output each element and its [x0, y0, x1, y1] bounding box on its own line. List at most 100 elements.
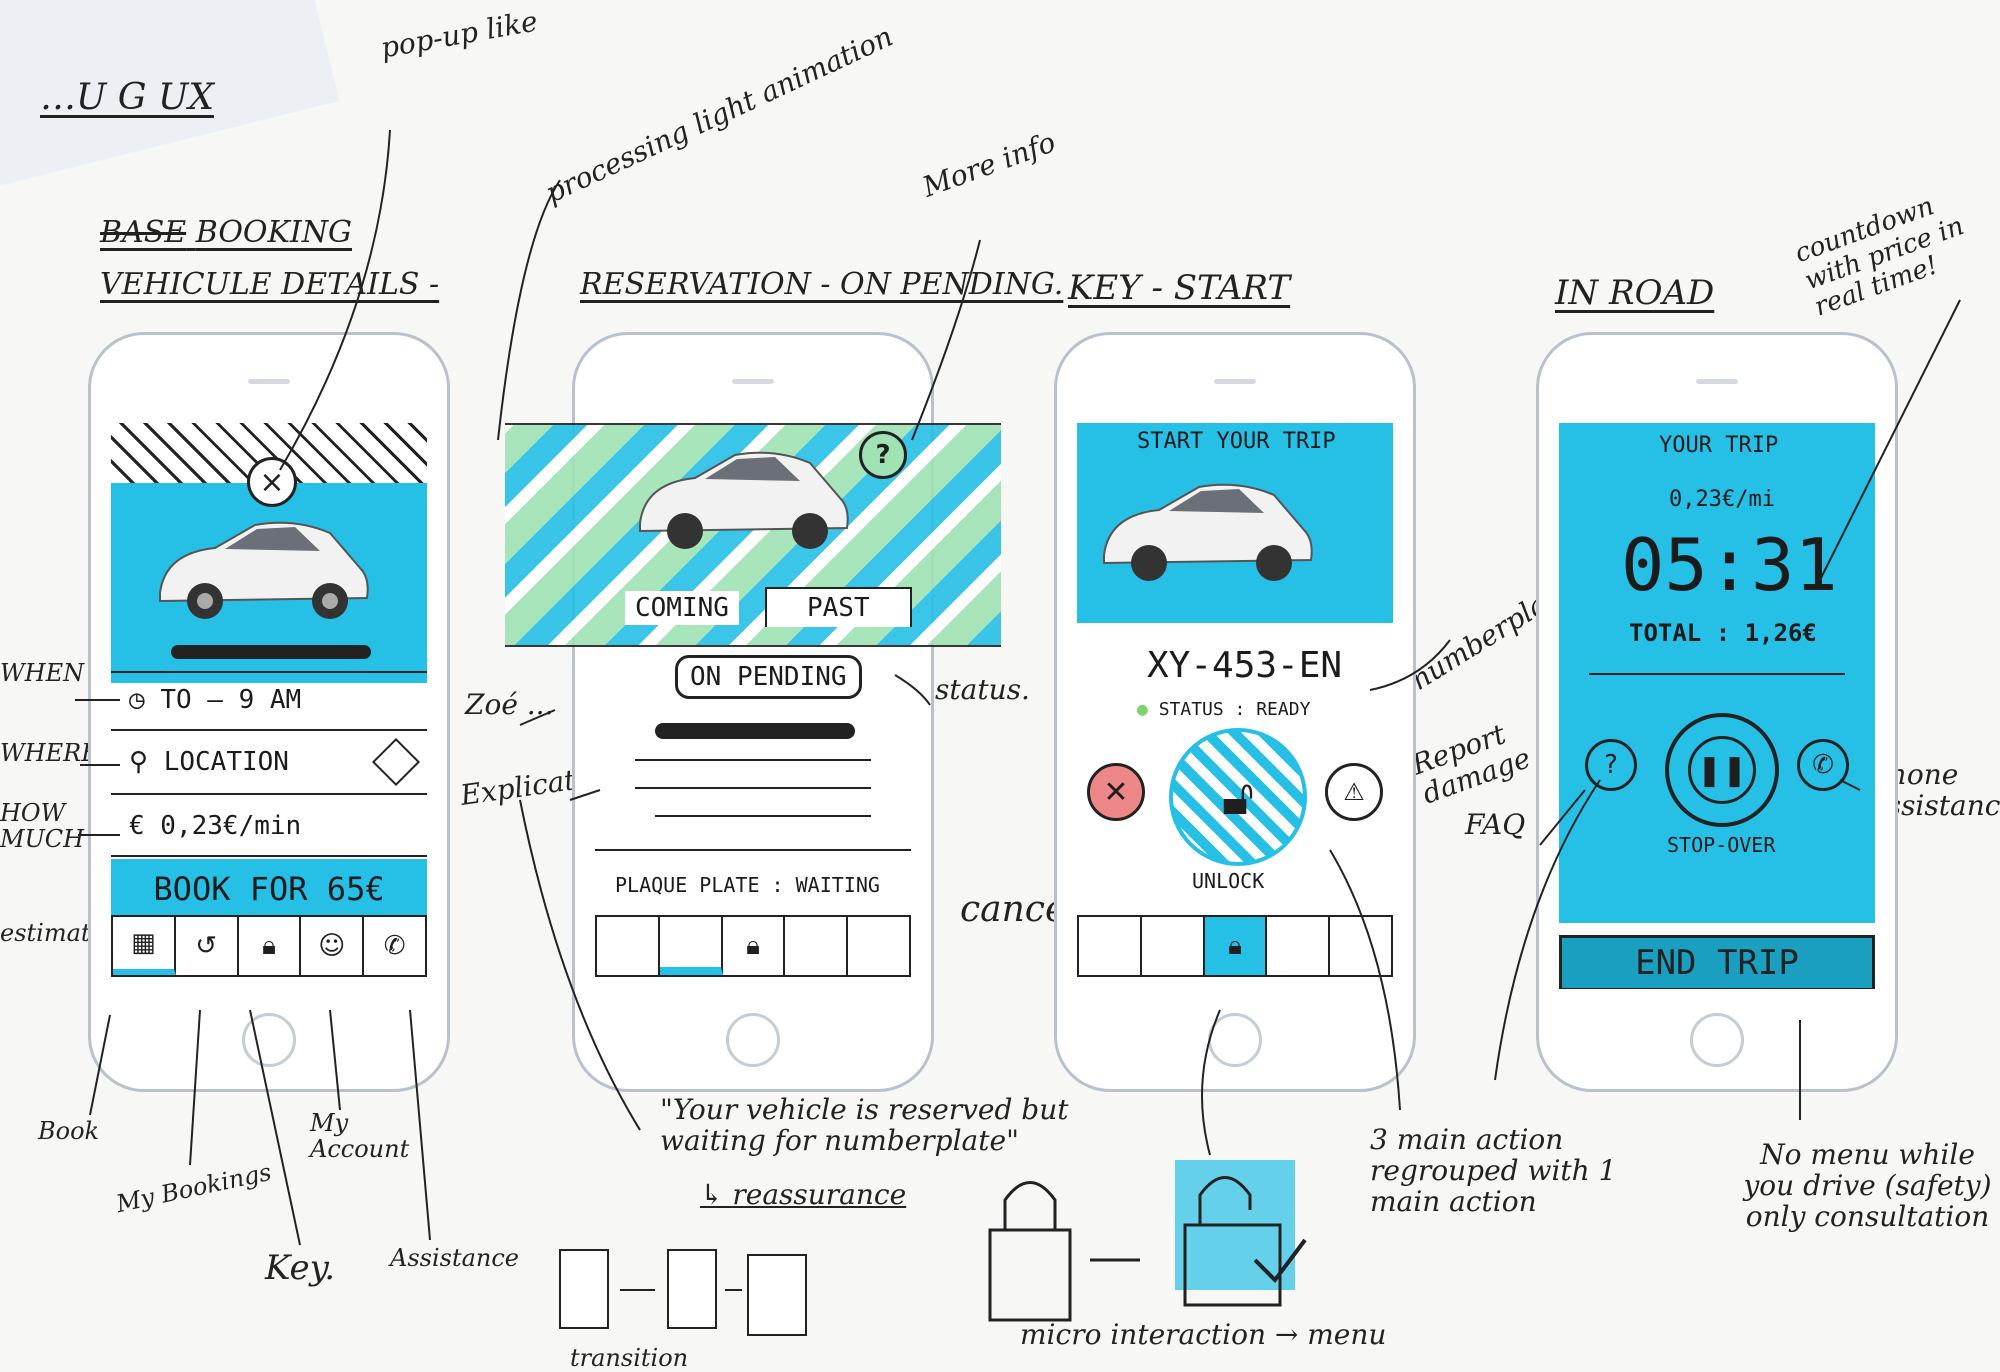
- status-dot-icon: ●: [1137, 699, 1159, 720]
- phone-speaker: [1214, 379, 1256, 384]
- booking-heading-struck: BASE BOOKING: [100, 215, 352, 250]
- lock-icon: 🔒︎: [262, 930, 276, 961]
- end-trip-button[interactable]: END TRIP: [1559, 935, 1875, 989]
- text-line: [655, 815, 871, 817]
- arrow-numberplate: [1369, 639, 1451, 691]
- key-start-screen: START YOUR TRIP XY-453-EN ● STATUS : REA…: [1077, 423, 1393, 989]
- history-icon: ↺: [195, 931, 218, 961]
- arrow-faq: [1494, 779, 1601, 1081]
- tab-my-account[interactable]: [785, 917, 849, 975]
- divider: [595, 849, 911, 851]
- car-name-bar: [171, 645, 371, 659]
- line-my-account: [329, 1009, 341, 1111]
- tab-key[interactable]: 🔒︎: [1204, 917, 1268, 975]
- phone-icon: ✆: [383, 931, 406, 961]
- in-road-title: YOUR TRIP: [1659, 433, 1779, 458]
- annotation-where: WHERE: [0, 739, 99, 767]
- calendar-icon: ▦: [131, 928, 156, 958]
- tab-coming[interactable]: COMING: [625, 591, 739, 625]
- arrow-popup: [279, 129, 391, 471]
- divider: [111, 855, 427, 857]
- tab-key[interactable]: 🔒︎: [239, 917, 302, 975]
- report-damage-button[interactable]: ⚠: [1325, 763, 1383, 821]
- phone-in-road: YOUR TRIP 0,23€/mi 05:31 TOTAL : 1,26€ ?…: [1536, 332, 1898, 1092]
- reservation-tab-bar: 🔒︎: [595, 915, 911, 977]
- phone-reservation: ? COMING PAST ON PENDING PLAQUE PLATE : …: [505, 332, 1001, 1092]
- line-book: [89, 1014, 111, 1116]
- annotation-assistance: Assistance: [390, 1244, 520, 1272]
- stopover-button[interactable]: ❚❚: [1665, 713, 1779, 827]
- stopover-label: STOP-OVER: [1667, 833, 1776, 857]
- tab-my-account[interactable]: [1267, 917, 1331, 975]
- help-icon[interactable]: ?: [859, 431, 907, 479]
- vehicle-name-bar: [655, 723, 855, 739]
- board-title: …U G UX: [40, 77, 214, 118]
- reservation-car-image: [639, 451, 849, 549]
- annotation-faq: FAQ: [1465, 808, 1526, 841]
- line-assistance: [409, 1009, 431, 1241]
- phone-booking: × ◷ TO — 9 AM ⚲ LOCATION € 0,23€/min BOO…: [88, 332, 450, 1092]
- annotation-no-menu: No menu while you drive (safety) only co…: [1743, 1138, 1992, 1233]
- divider: [111, 671, 427, 673]
- unlock-label: UNLOCK: [1192, 869, 1265, 893]
- phone-assistance-button[interactable]: ✆: [1797, 739, 1849, 791]
- annotation-transition: transition: [570, 1344, 689, 1372]
- annotation-when: WHEN: [0, 659, 85, 687]
- lock-icon: 🔒︎: [746, 930, 760, 961]
- rate-label: 0,23€/mi: [1669, 487, 1775, 512]
- tab-key[interactable]: 🔒︎: [723, 917, 786, 975]
- divider: [1589, 673, 1845, 675]
- pause-icon: ❚❚: [1688, 736, 1756, 804]
- tab-past[interactable]: PAST: [765, 587, 912, 627]
- transition-frame-1: [559, 1249, 609, 1329]
- lock-shackle: [1003, 1181, 1057, 1230]
- tab-my-bookings[interactable]: [659, 917, 723, 975]
- phone-key-start: START YOUR TRIP XY-453-EN ● STATUS : REA…: [1054, 332, 1416, 1092]
- phone-speaker: [1696, 379, 1738, 384]
- booking-screen: × ◷ TO — 9 AM ⚲ LOCATION € 0,23€/min BOO…: [111, 423, 427, 989]
- annotation-reassurance-quote: "Your vehicle is reserved but waiting fo…: [660, 1093, 1069, 1157]
- booking-time-row[interactable]: ◷ TO — 9 AM: [129, 685, 302, 715]
- line-key: [249, 1009, 301, 1246]
- text-line: [635, 787, 871, 789]
- arrow-three-actions: [1329, 849, 1401, 1111]
- vehicle-status: ● STATUS : READY: [1137, 699, 1311, 720]
- annotation-zoe: Zoé ...: [465, 688, 554, 721]
- annotation-my-account: My Account: [310, 1109, 410, 1164]
- arrow-explication-quote: [519, 799, 641, 1131]
- tab-my-bookings[interactable]: ↺: [176, 917, 239, 975]
- line-my-bookings: [189, 1009, 201, 1166]
- booking-car-image: [159, 521, 369, 619]
- phone-speaker: [732, 379, 774, 384]
- tab-my-account[interactable]: ☺: [301, 917, 365, 975]
- cancel-button[interactable]: ✕: [1087, 763, 1145, 821]
- tab-book[interactable]: ▦: [113, 917, 176, 975]
- book-button[interactable]: BOOK FOR 65€: [111, 859, 427, 919]
- arrow-explication: [569, 789, 601, 801]
- countdown-timer: 05:31: [1621, 523, 1838, 607]
- phone-home-button: [1690, 1013, 1744, 1067]
- tab-my-bookings[interactable]: [1142, 917, 1205, 975]
- arrow-countdown: [1819, 299, 1961, 581]
- phone-home-button: [726, 1013, 780, 1067]
- booking-subheading: VEHICULE DETAILS -: [100, 267, 440, 302]
- line-faq: [1539, 789, 1586, 846]
- transition-frame-3: [747, 1254, 807, 1336]
- unlock-button[interactable]: 🔓︎: [1169, 728, 1307, 866]
- text-line: [635, 759, 871, 761]
- booking-location-row[interactable]: ⚲ LOCATION: [129, 747, 289, 777]
- tab-book[interactable]: [1079, 917, 1142, 975]
- in-road-screen: YOUR TRIP 0,23€/mi 05:31 TOTAL : 1,26€ ?…: [1559, 423, 1875, 989]
- plate-number: XY-453-EN: [1147, 645, 1343, 686]
- pin-icon: ⚲: [129, 747, 164, 777]
- close-icon[interactable]: ×: [247, 457, 297, 507]
- arrow-micro-interaction: [1201, 1009, 1221, 1156]
- phone-home-button: [242, 1013, 296, 1067]
- tab-book[interactable]: [597, 917, 660, 975]
- tab-assistance[interactable]: ✆: [364, 917, 425, 975]
- booking-price-row: € 0,23€/min: [129, 811, 302, 841]
- faq-button[interactable]: ?: [1585, 739, 1637, 791]
- arrow-more-info: [911, 239, 981, 441]
- reservation-screen: ? COMING PAST ON PENDING PLAQUE PLATE : …: [505, 423, 1001, 989]
